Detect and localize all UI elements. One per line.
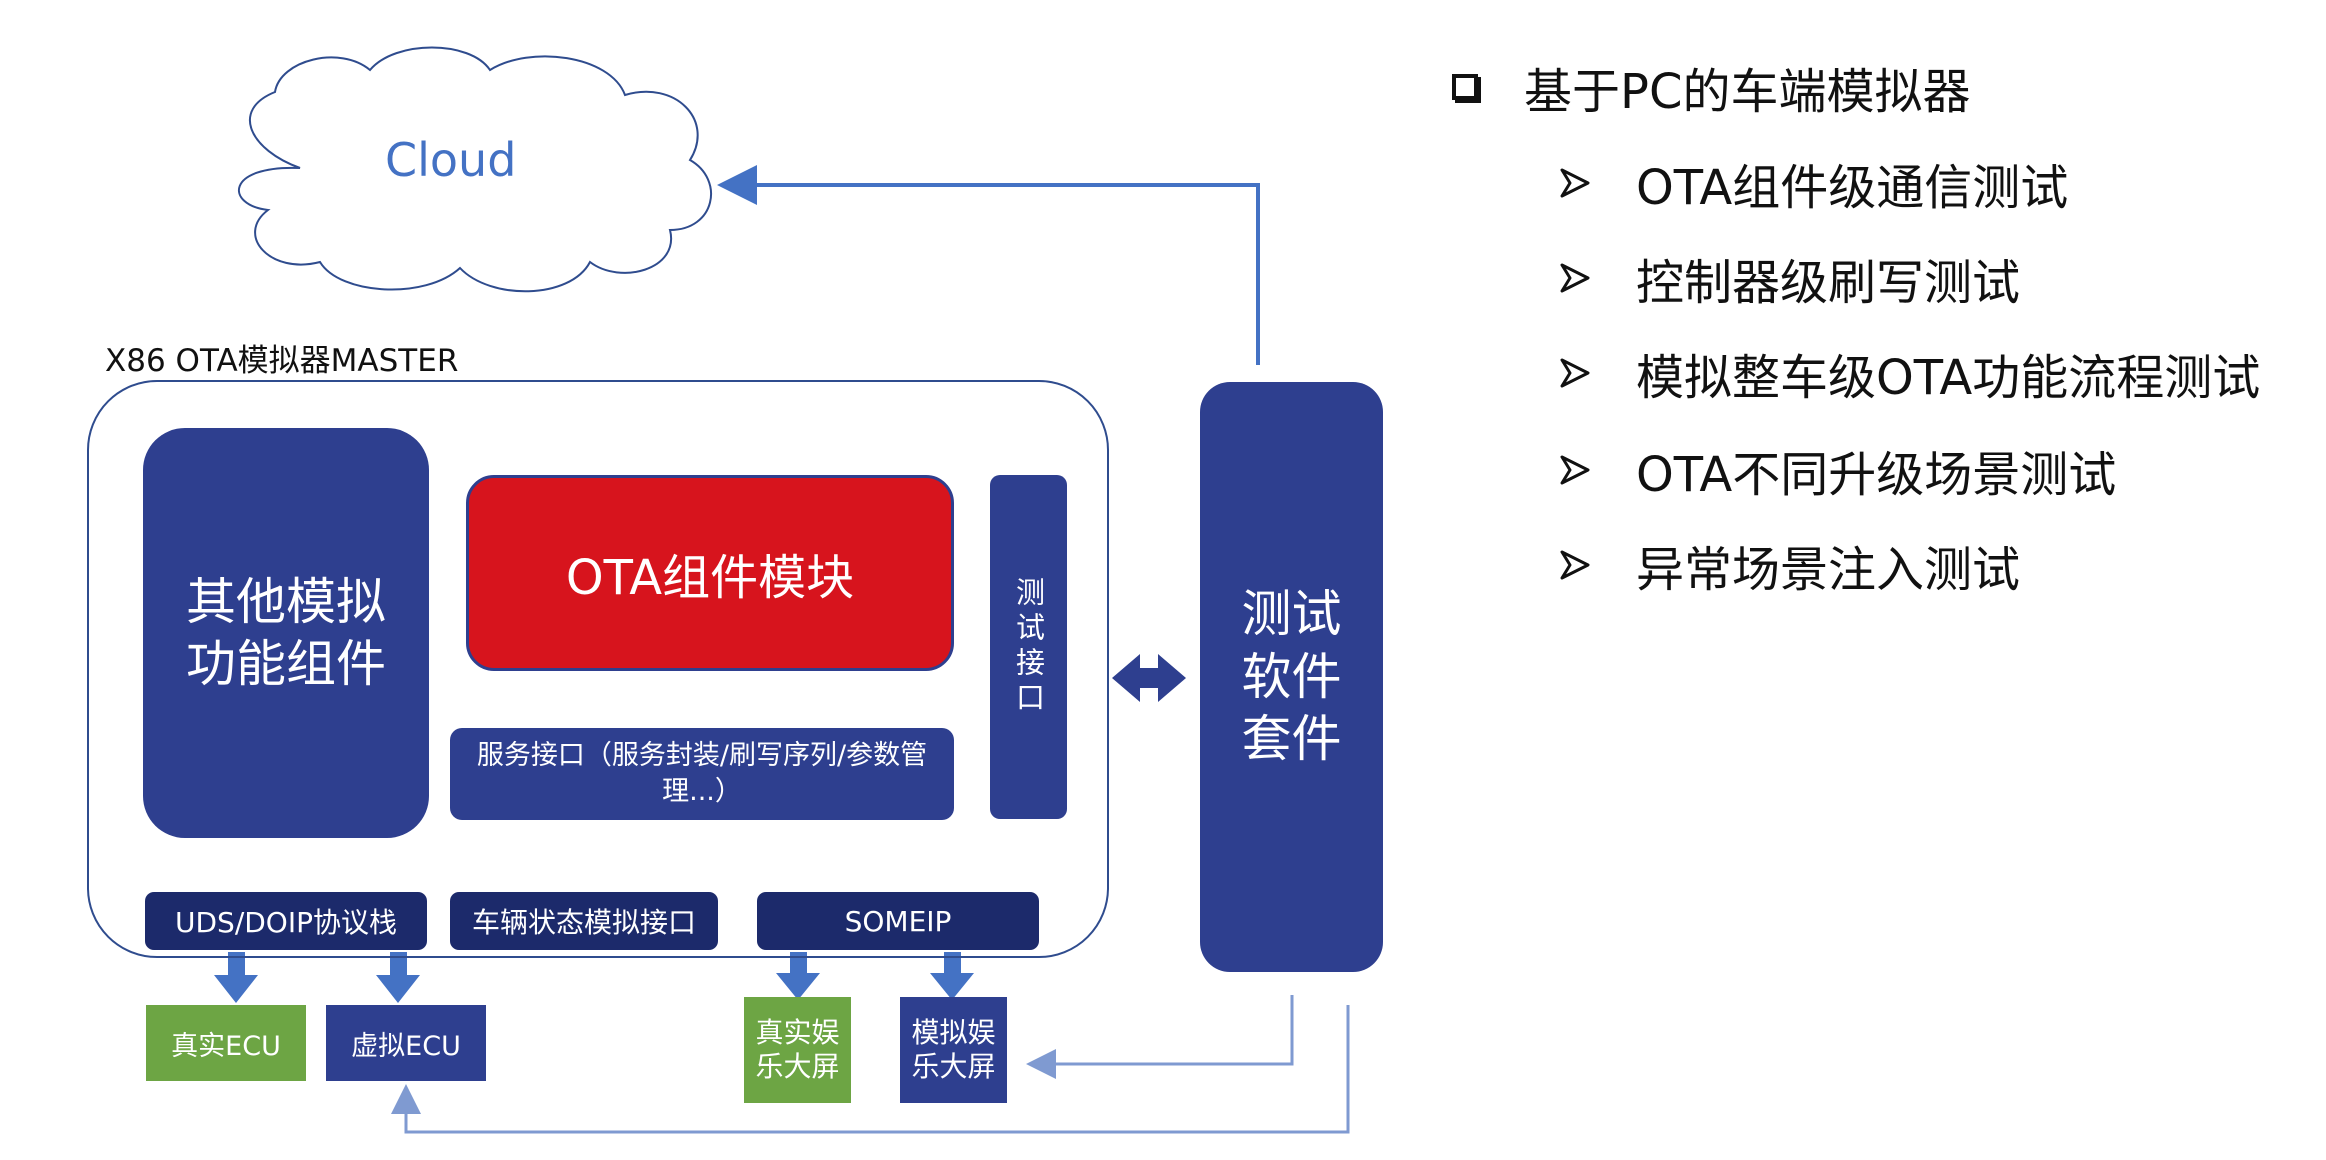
list-item-text: 控制器级刷写测试 [1636,255,2021,311]
list-item-text: 异常场景注入测试 [1636,542,2021,598]
list-title-text: 基于PC的车端模拟器 [1524,64,1971,120]
arrowhead-bullet-icon [1560,358,1590,388]
someip-bar: SOMEIP [757,892,1039,950]
master-label: X86 OTA模拟器MASTER [105,343,459,379]
cloud-shape [238,46,713,293]
test-interface-block: 测试接口 [990,475,1067,819]
list-item: 模拟整车级OTA功能流程测试 [1560,338,2260,408]
list-title: 基于PC的车端模拟器 [1452,52,1970,122]
real-screen-block: 真实娱乐大屏 [744,997,851,1103]
master-container [87,380,1109,958]
cloud-label: Cloud [385,133,517,187]
suite-to-sim-screen-connector [1026,995,1294,1079]
virtual-ecu-block: 虚拟ECU [326,1005,486,1081]
test-suite-block: 测试软件套件 [1200,382,1383,972]
arrowhead-bullet-icon [1560,168,1590,198]
ota-module-block: OTA组件模块 [466,475,954,671]
other-components-block: 其他模拟功能组件 [143,428,429,838]
list-item-text: OTA不同升级场景测试 [1636,447,2117,503]
list-item: OTA组件级通信测试 [1560,148,2068,218]
arrowhead-bullet-icon [1560,550,1590,580]
sim-screen-block: 模拟娱乐大屏 [900,997,1007,1103]
vehicle-state-interface-bar: 车辆状态模拟接口 [450,892,718,950]
checkbox-bullet-icon [1452,74,1478,100]
list-item-text: OTA组件级通信测试 [1636,160,2069,216]
list-item: 异常场景注入测试 [1560,530,2020,600]
service-interface-block: 服务接口（服务封装/刷写序列/参数管理...） [450,728,954,820]
list-item-text: 模拟整车级OTA功能流程测试 [1636,350,2261,406]
protocol-stack-bar: UDS/DOIP协议栈 [145,892,427,950]
arrowhead-bullet-icon [1560,263,1590,293]
list-item: OTA不同升级场景测试 [1560,435,2116,505]
down-arrows [214,952,974,1003]
list-item: 控制器级刷写测试 [1560,243,2020,313]
arrowhead-bullet-icon [1560,455,1590,485]
bidirectional-arrow-icon [1112,654,1186,702]
suite-to-cloud-arrow [717,165,1260,365]
suite-to-virtual-ecu-connector [391,1005,1350,1134]
real-ecu-block: 真实ECU [146,1005,306,1081]
